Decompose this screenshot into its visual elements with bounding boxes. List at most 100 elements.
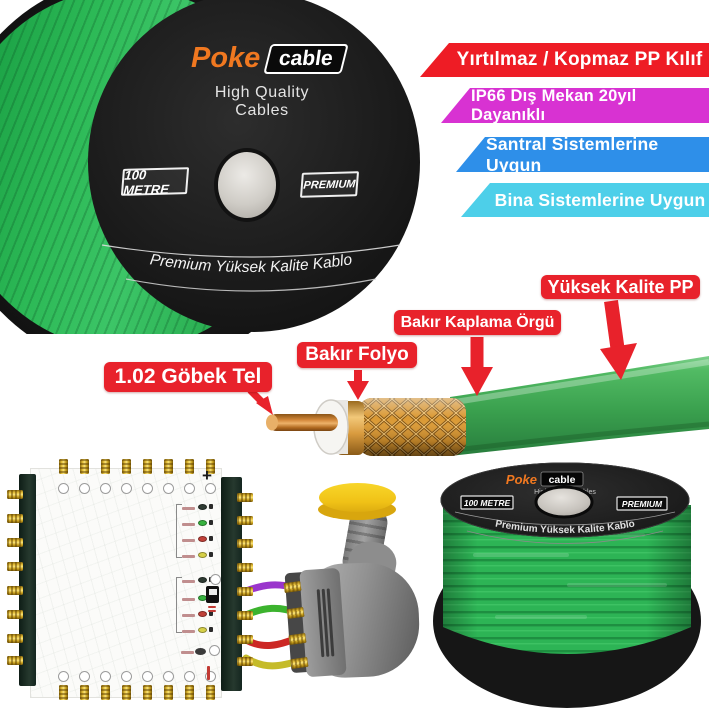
port-hole [209,645,220,656]
f-connector [237,611,253,620]
printed-cable-text [567,583,667,587]
lnb-yellow-cap [319,483,396,512]
port-hole [58,671,69,682]
spool-top-face: Poke cable High Quality Cables 100 METRE… [440,462,690,544]
port-hole [205,671,216,682]
f-connector [80,685,89,700]
f-connector [237,563,253,572]
port-hole [79,671,90,682]
power-switch [206,586,219,603]
cable-spool-angled-photo: Poke cable High Quality Cables 100 METRE… [433,462,701,708]
printed-cable-text [495,615,587,619]
label-center-conductor: 1.02 Göbek Tel [104,362,272,392]
f-connector [237,635,253,644]
brand-name: Poke [191,42,261,74]
led-indicator [198,577,207,583]
led-pin [209,627,213,632]
label-copper-foil: Bakır Folyo [297,342,417,368]
indicator-label [182,523,195,526]
port-hole [121,671,132,682]
port-hole [121,483,132,494]
indicator-label [182,630,195,633]
label-pp-jacket: Yüksek Kalite PP [541,275,700,299]
port-hole [142,671,153,682]
f-connector [7,538,23,547]
brand-tagline: High Quality Cables [214,84,310,119]
f-connector [185,459,194,474]
center-conductor [266,414,338,431]
f-connector [7,634,23,643]
led-pin [209,520,213,525]
arrowhead-icon [461,367,493,396]
connector-glyph [195,648,206,655]
f-connector [143,459,152,474]
indicator-label [181,651,194,654]
f-connector [101,459,110,474]
label-copper-braid: Bakır Kaplama Örgü [394,310,561,335]
premium-badge: PREMIUM [622,499,663,509]
port-hole [100,671,111,682]
jacket-green-layer [450,356,709,456]
cable-spool-front-photo: Poke cable High Quality Cables 100 METRE… [0,0,424,334]
feature-banner: Bina Sistemlerine Uygun [461,183,709,217]
led-indicator [198,536,207,542]
port-hole [163,483,174,494]
wound-green-cable [443,505,691,654]
length-badge: 100 METRE [464,498,511,508]
plus-terminal-label: + [202,466,212,485]
spool-hub [214,148,280,222]
port-hole [58,483,69,494]
arrowhead-icon [600,343,637,380]
brand-name: Poke [506,472,537,487]
printed-cable-text [473,553,569,557]
port-hole [210,574,221,585]
f-connector [206,459,215,474]
port-hole [184,483,195,494]
f-connector [80,459,89,474]
f-connector [59,459,68,474]
f-connector [7,562,23,571]
port-hole [205,483,216,494]
feature-banner: Santral Sistemlerine Uygun [456,137,709,172]
led-pin [209,611,213,616]
f-connector [237,539,253,548]
f-connector [7,586,23,595]
brand-suffix-text: cable [549,474,576,486]
f-connector [237,657,253,666]
feature-banner: IP66 Dış Mekan 20yıl Dayanıklı [441,88,709,123]
f-connector [7,610,23,619]
led-indicator [198,611,207,617]
f-connector [206,685,215,700]
spool-hub [534,485,594,519]
multiswitch-panel [30,468,222,698]
f-connector [164,459,173,474]
feature-banner: Yırtılmaz / Kopmaz PP Kılıf [420,43,709,77]
f-connector [185,685,194,700]
f-connector [7,656,23,665]
led-pin [209,504,213,509]
led-indicator [198,520,207,526]
indicator-label [182,580,195,583]
indicator-label [182,507,195,510]
f-connector [143,685,152,700]
marking [208,606,216,608]
led-indicator [198,627,207,633]
port-hole [79,483,90,494]
indicator-label [182,539,195,542]
bracket-line [176,504,182,558]
f-connector [237,516,253,525]
port-hole [142,483,153,494]
multiswitch-right-rail [221,477,242,691]
marking [207,666,210,680]
indicator-label [182,555,195,558]
indicator-label [182,614,195,617]
port-hole [100,483,111,494]
indicator-label [182,598,195,601]
led-indicator [198,504,207,510]
f-connector [164,685,173,700]
braid-copper-layer [358,398,466,456]
multiswitch-left-rail [19,474,36,686]
f-connector [237,493,253,502]
